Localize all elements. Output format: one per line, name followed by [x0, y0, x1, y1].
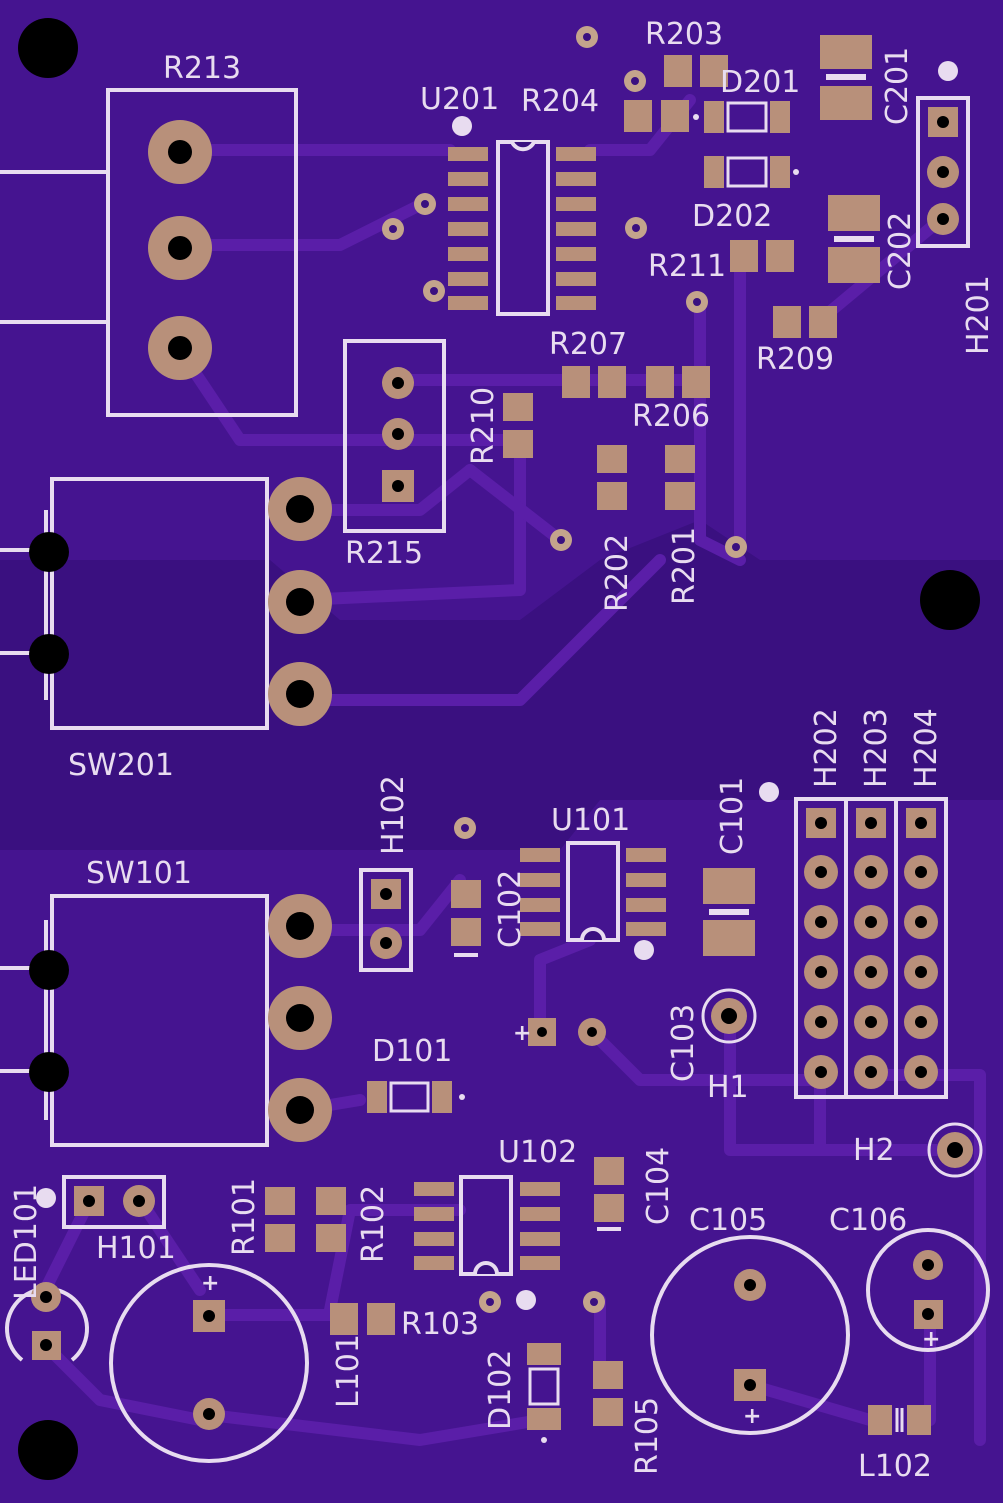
label-c106: C106 [829, 1203, 907, 1238]
bottom-left-cap-footprint [109, 1263, 309, 1463]
silk-labels: R213 U201 R204 R203 D201 D202 R211 R209 … [68, 17, 932, 1484]
label-r211: R211 [648, 249, 726, 284]
u101-footprint [520, 841, 666, 960]
c101-c102-pads [451, 868, 755, 957]
label-h102: H102 [376, 775, 411, 855]
label-r210: R210 [466, 387, 501, 465]
label-u102: U102 [498, 1135, 577, 1170]
silk-dots-top [693, 114, 799, 175]
label-led101: LED101 [9, 1184, 44, 1300]
cap-bl-plus: + [201, 1271, 219, 1296]
vias [382, 26, 747, 1313]
label-r209: R209 [756, 342, 834, 377]
u201-footprint [448, 116, 596, 316]
label-r202: R202 [600, 534, 635, 612]
c106-plus: + [922, 1327, 940, 1352]
c105-plus: + [743, 1404, 761, 1429]
label-r105: R105 [630, 1397, 665, 1475]
silk-labels-vertical: C201 C202 H201 R210 R202 R201 H202 H203 … [9, 47, 996, 1475]
smd-silk-top [726, 74, 874, 242]
sw101-footprint [0, 894, 332, 1147]
label-c102: C102 [493, 870, 528, 948]
h101-footprint [62, 1175, 166, 1229]
h202-h204-footprint [759, 782, 948, 1099]
label-c101: C101 [715, 777, 750, 855]
label-r101: R101 [227, 1178, 262, 1256]
label-d201: D201 [720, 65, 800, 100]
label-c104: C104 [641, 1147, 676, 1225]
label-c201: C201 [880, 47, 915, 125]
label-r203: R203 [645, 17, 723, 52]
label-d102: D102 [483, 1350, 518, 1430]
h201-footprint [916, 61, 970, 248]
polarity-marks: + + + + + [201, 1021, 940, 1429]
c106-footprint [866, 1228, 990, 1352]
mounting-holes [18, 18, 980, 1480]
smd-silk-bottom [528, 1367, 904, 1432]
label-u101: U101 [551, 803, 630, 838]
label-r204: R204 [521, 84, 599, 119]
smd-pads-top [503, 35, 880, 510]
label-h204: H204 [909, 708, 944, 788]
label-l102: L102 [858, 1449, 932, 1484]
label-sw201: SW201 [68, 748, 174, 783]
c105-footprint [650, 1235, 850, 1435]
label-d101: D101 [372, 1034, 452, 1069]
label-r207: R207 [549, 327, 627, 362]
label-r213: R213 [163, 51, 241, 86]
label-r206: R206 [632, 399, 710, 434]
led101-footprint [5, 1188, 89, 1362]
label-l101: L101 [331, 1334, 366, 1408]
label-h1: H1 [707, 1070, 749, 1105]
label-d202: D202 [692, 199, 772, 234]
label-h202: H202 [809, 708, 844, 788]
d101-footprint [367, 1081, 465, 1113]
label-h2: H2 [853, 1133, 895, 1168]
label-r102: R102 [356, 1185, 391, 1263]
h102-footprint [359, 868, 413, 972]
r213-footprint [0, 88, 298, 417]
r215-footprint [343, 339, 446, 533]
label-c103: C103 [666, 1004, 701, 1082]
label-sw101: SW101 [86, 856, 192, 891]
label-h201: H201 [961, 275, 996, 355]
d102-silk-dot [541, 1437, 547, 1443]
label-h101: H101 [96, 1231, 176, 1266]
c103-h1-footprint [528, 988, 983, 1178]
label-u201: U201 [420, 82, 499, 117]
label-c202: C202 [883, 212, 918, 290]
smd-pads-bottom [265, 1187, 931, 1435]
label-r215: R215 [345, 536, 423, 571]
sw201-footprint [0, 477, 332, 730]
label-h203: H203 [859, 708, 894, 788]
c104-pads [594, 1157, 624, 1231]
u102-footprint [414, 1175, 560, 1310]
label-c105: C105 [689, 1203, 767, 1238]
c103-plus: + [513, 1021, 531, 1046]
label-r103: R103 [401, 1307, 479, 1342]
label-r201: R201 [667, 527, 702, 605]
